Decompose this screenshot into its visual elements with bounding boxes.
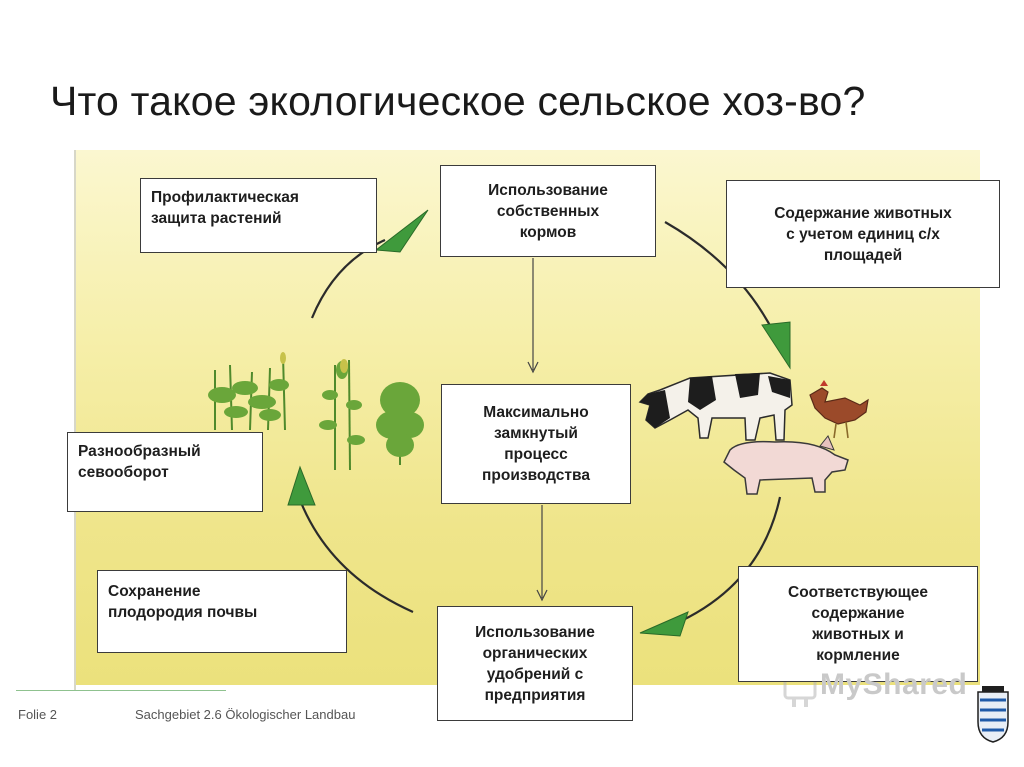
pig-icon xyxy=(723,435,849,495)
watermark: MyShared xyxy=(784,668,967,702)
box-organic-fertilizer: Использование органических удобрений с п… xyxy=(437,606,633,721)
arrowhead-to-own-feed xyxy=(374,209,429,253)
box-crop-rotation: Разнообразный севооборот xyxy=(67,432,263,512)
footer-divider xyxy=(16,690,226,691)
box-soil-fertility: Сохранение плодородия почвы xyxy=(97,570,347,653)
hen-icon xyxy=(809,380,869,439)
box-animal-keeping: Соответствующее содержание животных и ко… xyxy=(738,566,978,682)
arrowhead-to-fertilizer xyxy=(639,611,689,637)
box-closed-cycle: Максимально замкнутый процесс производст… xyxy=(441,384,631,504)
bavaria-coat-of-arms-icon xyxy=(977,686,1009,743)
box-plant-protection: Профилактическая защита растений xyxy=(140,178,377,253)
footer-subject: Sachgebiet 2.6 Ökologischer Landbau xyxy=(135,707,356,722)
footer-slide-number: Folie 2 xyxy=(18,707,58,722)
box-own-feed: Использование собственных кормов xyxy=(440,165,656,257)
watermark-text: MyShared xyxy=(820,668,968,701)
page-title: Что такое экологическое сельское хоз-во? xyxy=(50,78,866,124)
box-livestock-units: Содержание животных с учетом единиц с/х … xyxy=(726,180,1000,288)
arc-fertilizer-to-rotation xyxy=(298,499,414,614)
arrowhead-to-livestock xyxy=(761,321,791,370)
arrowhead-to-rotation xyxy=(287,465,316,506)
plants-illustration xyxy=(208,352,424,471)
cow-icon xyxy=(638,372,793,441)
panel-edge xyxy=(74,150,76,690)
